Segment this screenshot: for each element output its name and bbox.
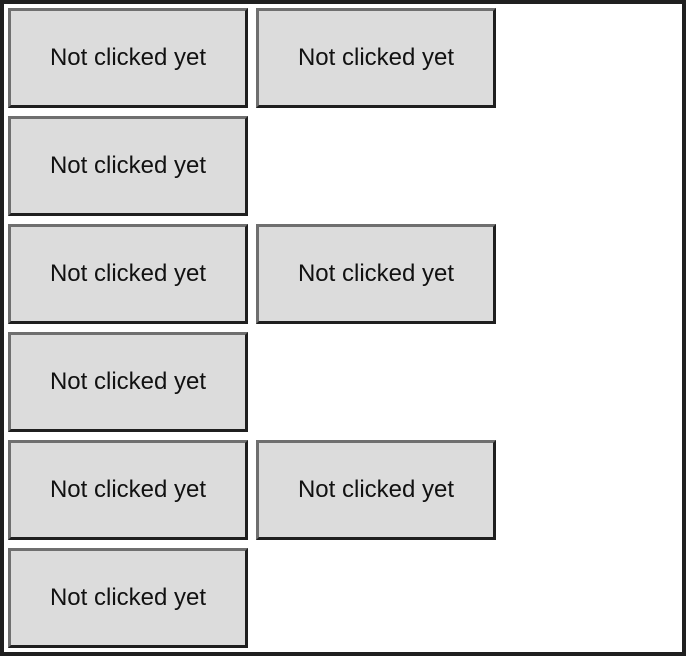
click-button-1[interactable]: Not clicked yet: [8, 8, 248, 108]
click-button-8[interactable]: Not clicked yet: [256, 440, 496, 540]
click-button-6[interactable]: Not clicked yet: [8, 332, 248, 432]
click-button-7[interactable]: Not clicked yet: [8, 440, 248, 540]
click-button-9[interactable]: Not clicked yet: [8, 548, 248, 648]
click-button-5[interactable]: Not clicked yet: [256, 224, 496, 324]
click-button-4[interactable]: Not clicked yet: [8, 224, 248, 324]
click-button-2[interactable]: Not clicked yet: [256, 8, 496, 108]
click-button-3[interactable]: Not clicked yet: [8, 116, 248, 216]
